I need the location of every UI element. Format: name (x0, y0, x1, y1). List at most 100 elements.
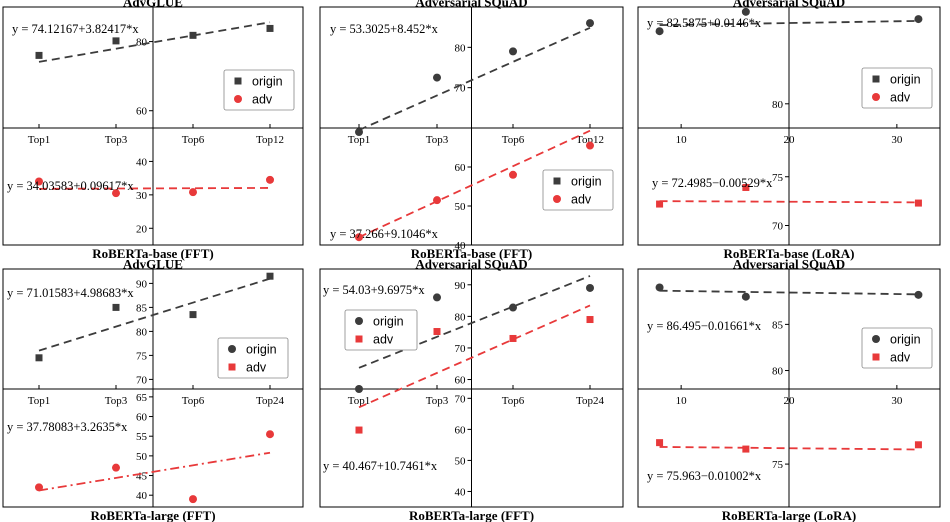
chart-panel-2: Adversarial SQuAD RoBERTa-base (FFT) Top1 T… (319, 0, 624, 261)
legend-marker-adv (234, 95, 242, 103)
data-point-adv (355, 233, 363, 242)
x-tick-label: Top3 (105, 395, 128, 407)
legend-label-adv: adv (571, 193, 592, 207)
x-tick-label: 10 (676, 134, 688, 146)
y-tick-label: 20 (136, 223, 148, 235)
y-tick-label: 40 (455, 240, 467, 252)
fit-equation-adv: y = 34.03583+0.09617*x (7, 179, 134, 193)
x-tick-label: Top24 (256, 395, 284, 407)
legend-label-adv: adv (252, 93, 273, 107)
x-tick-label: 20 (784, 395, 796, 407)
y-tick-label: 70 (136, 374, 148, 386)
fit-equation-adv: y = 37.78083+3.2635*x (7, 420, 128, 434)
legend: origin adv (217, 337, 289, 379)
y-tick-label: 70 (455, 393, 467, 405)
legend-marker-adv (228, 363, 236, 371)
data-point-origin (266, 272, 274, 280)
data-point-adv (266, 175, 274, 184)
y-tick-label: 85 (772, 319, 784, 331)
y-tick-label: 70 (772, 221, 784, 233)
legend-marker-adv (355, 335, 363, 343)
data-point-adv (355, 426, 363, 434)
chart-title: Adversarial SQuAD (415, 0, 527, 10)
y-tick-label: 60 (455, 375, 467, 387)
y-tick-label: 30 (136, 190, 148, 202)
data-point-origin (189, 311, 197, 319)
fit-line-origin (38, 277, 271, 352)
legend-box (344, 309, 418, 351)
y-tick-label: 85 (136, 302, 148, 314)
chart-caption: RoBERTa-large (LoRA) (722, 508, 856, 522)
y-tick-label: 40 (455, 486, 467, 498)
x-tick-label: Top1 (348, 395, 370, 407)
y-tick-label: 60 (136, 412, 148, 424)
legend-marker-origin (234, 77, 242, 85)
y-tick-label: 45 (136, 471, 148, 483)
data-point-adv (112, 463, 120, 472)
data-point-adv (914, 441, 922, 449)
x-tick-label: Top12 (576, 134, 604, 146)
chart-caption: RoBERTa-large (FFT) (409, 508, 534, 522)
legend-marker-adv (553, 195, 561, 203)
legend-label-origin: origin (890, 333, 921, 347)
data-point-adv (433, 328, 441, 336)
y-tick-label: 75 (772, 172, 784, 184)
legend-label-origin: origin (890, 73, 921, 87)
y-tick-label: 50 (455, 455, 467, 467)
legend-label-adv: adv (246, 361, 267, 375)
y-tick-label: 80 (455, 311, 467, 323)
x-tick-label: Top1 (28, 134, 50, 146)
legend-label-origin: origin (252, 75, 283, 89)
data-point-origin (509, 47, 517, 56)
fit-equation-origin: y = 54.03+9.6975*x (323, 283, 425, 297)
legend-marker-adv (872, 93, 880, 101)
x-tick-label: 20 (784, 134, 796, 146)
fit-line-adv (659, 200, 919, 204)
data-point-origin (35, 354, 43, 362)
chart-caption: RoBERTa-base (FFT) (411, 246, 533, 261)
x-tick-label: 10 (676, 395, 688, 407)
data-point-origin (586, 19, 594, 28)
legend-label-adv: adv (373, 333, 394, 347)
fit-line-adv (358, 129, 591, 239)
x-tick-label: Top1 (348, 134, 370, 146)
data-point-adv (509, 170, 517, 179)
data-point-adv (35, 483, 43, 492)
legend-label-origin: origin (571, 175, 602, 189)
x-tick-label: Top6 (502, 395, 525, 407)
data-point-adv (742, 445, 750, 453)
fit-equation-adv: y = 37.266+9.1046*x (330, 227, 439, 241)
data-point-origin (655, 283, 664, 292)
x-tick-label: Top3 (426, 134, 449, 146)
legend-marker-origin (355, 317, 363, 325)
legend-label-origin: origin (246, 343, 277, 357)
data-point-origin (433, 73, 441, 82)
x-tick-label: Top6 (182, 134, 205, 146)
legend-marker-adv (872, 353, 880, 361)
data-point-adv (189, 188, 197, 197)
data-point-origin (112, 303, 120, 311)
y-tick-label: 55 (136, 431, 148, 443)
data-point-adv (656, 200, 664, 208)
y-tick-label: 80 (455, 42, 467, 54)
data-point-origin (509, 303, 517, 312)
x-tick-label: Top6 (182, 395, 205, 407)
legend-marker-origin (553, 177, 561, 185)
y-tick-label: 60 (455, 162, 467, 174)
y-tick-label: 75 (772, 459, 784, 471)
legend-marker-origin (872, 335, 880, 343)
fit-equation-adv: y = 75.963−0.01002*x (647, 469, 762, 483)
fit-equation-origin: y = 74.12167+3.82417*x (12, 22, 139, 36)
data-point-origin (355, 128, 363, 137)
y-tick-label: 65 (136, 392, 148, 404)
data-point-origin (35, 51, 43, 59)
chart-title: AdvGLUE (123, 0, 183, 10)
x-tick-label: 30 (891, 395, 903, 407)
data-point-adv (586, 316, 594, 324)
fit-equation-origin: y = 82.5875+0.0146*x (647, 16, 762, 30)
y-tick-label: 80 (136, 37, 148, 49)
y-tick-label: 80 (772, 366, 784, 378)
